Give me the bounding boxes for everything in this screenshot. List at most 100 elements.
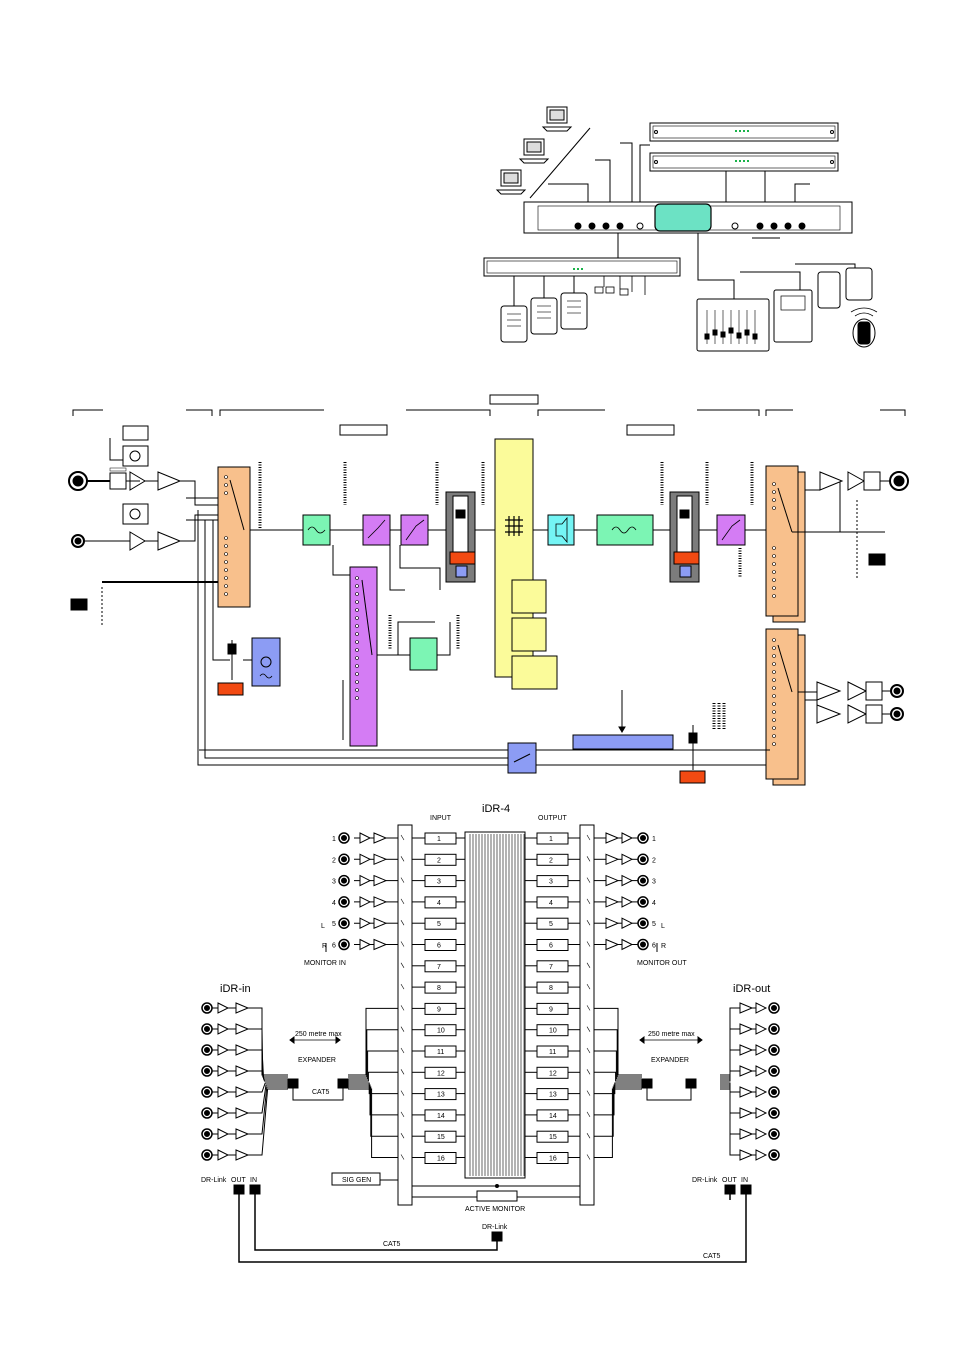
right-r-label: R xyxy=(661,943,666,950)
computer-icon xyxy=(495,169,527,195)
input-jack-row: 6 xyxy=(332,938,398,951)
output-channel-number: 15 xyxy=(549,1134,557,1141)
expander-output-row xyxy=(720,1088,780,1161)
cat5-left-label: CAT5 xyxy=(383,1241,400,1248)
rack-unit xyxy=(649,152,839,172)
delay-block xyxy=(547,514,575,546)
network-port-icon xyxy=(337,1078,349,1089)
input-jack-number: 6 xyxy=(332,943,336,950)
jack-input-icon xyxy=(71,534,85,548)
mute-indicator xyxy=(217,682,244,696)
output-channel-number: 1 xyxy=(549,836,553,843)
output-jack-number: 5 xyxy=(652,921,656,928)
input-channel-number: 15 xyxy=(437,1134,445,1141)
input-jack-row: 4 xyxy=(332,896,398,908)
expander-output-row xyxy=(720,1065,780,1082)
rack-unit xyxy=(483,257,681,277)
network-port-icon xyxy=(70,598,88,611)
expander-output-row xyxy=(720,1084,780,1119)
output-jack-number: 6 xyxy=(652,943,656,950)
phantom-switch xyxy=(122,425,149,441)
expander-output-row xyxy=(720,1023,780,1078)
output-channel-number: 13 xyxy=(549,1092,557,1099)
in-in-label: IN xyxy=(250,1177,257,1184)
network-port-icon xyxy=(685,1078,697,1089)
output-jack-number: 1 xyxy=(652,836,656,843)
drlink-bottom-label: DR-Link xyxy=(482,1224,508,1231)
out-out-label: OUT xyxy=(722,1177,738,1184)
active-monitor-label: ACTIVE MONITOR xyxy=(465,1206,525,1213)
idr-out-title: iDR-out xyxy=(733,983,770,995)
jack-output-icon xyxy=(890,707,904,721)
output-jack-row: 4 xyxy=(594,896,656,908)
xlr-output-icon xyxy=(889,471,909,491)
output-jack-number: 2 xyxy=(652,857,656,864)
out-expander-label: EXPANDER xyxy=(651,1057,689,1064)
output-channel-number: 12 xyxy=(549,1070,557,1077)
input-jack-number: 2 xyxy=(332,857,336,864)
remote-control-icon xyxy=(850,307,878,348)
network-port-icon xyxy=(249,1184,261,1195)
output-selector-block xyxy=(765,628,799,780)
output-jack-row: 3 xyxy=(594,874,656,887)
expander-output-row xyxy=(720,1002,780,1076)
monitor-out-label: MONITOR OUT xyxy=(637,960,687,967)
input-channel-number: 2 xyxy=(437,857,441,864)
dynamics-block xyxy=(409,637,438,671)
input-channel-number: 5 xyxy=(437,921,441,928)
input-selector-block xyxy=(217,466,251,608)
mute-indicator xyxy=(449,551,476,565)
filter-block xyxy=(400,514,429,546)
left-r-label: R xyxy=(322,943,327,950)
in-drlink-label: DR-Link xyxy=(201,1177,227,1184)
output-channel-number: 8 xyxy=(549,985,553,992)
output-channel-number: 2 xyxy=(549,857,553,864)
expander-input-row xyxy=(201,1065,288,1082)
network-port-icon xyxy=(233,1184,245,1195)
in-distance-label: 250 metre max xyxy=(295,1031,342,1038)
output-channel-number: 6 xyxy=(549,943,553,950)
input-channel-number: 16 xyxy=(437,1156,445,1163)
input-jack-row: 5 xyxy=(332,917,398,930)
input-jack-number: 4 xyxy=(332,900,336,907)
signal-flow xyxy=(68,394,909,786)
input-jack-row: 1 xyxy=(332,832,398,844)
output-channel-number: 14 xyxy=(549,1113,557,1120)
jack-output-icon xyxy=(890,684,904,698)
mute-indicator xyxy=(673,551,700,565)
idr-in-title: iDR-in xyxy=(220,983,251,995)
right-l-label: L xyxy=(661,923,665,930)
eq-block xyxy=(302,514,331,546)
computer-icon xyxy=(541,106,573,132)
expander-output-row xyxy=(720,1082,780,1098)
crosspoint-matrix xyxy=(464,831,526,1179)
rack-unit xyxy=(649,122,839,142)
input-channel-number: 3 xyxy=(437,879,441,886)
remote-panel xyxy=(500,305,528,343)
remote-panel xyxy=(817,271,841,309)
in-out-label: OUT xyxy=(231,1177,247,1184)
input-jack-row: 3 xyxy=(332,874,398,887)
remote-panel xyxy=(530,297,558,335)
input-channel-number: 4 xyxy=(437,900,441,907)
expander-input-row xyxy=(201,1088,288,1161)
output-jack-row: 5 xyxy=(594,917,656,930)
monitor-in-label: MONITOR IN xyxy=(304,960,346,967)
output-channel-number: 11 xyxy=(549,1049,556,1056)
output-jack-number: 3 xyxy=(652,879,656,886)
expander-input-row xyxy=(201,1002,288,1076)
network-port-icon xyxy=(287,1078,299,1089)
network-port-icon xyxy=(491,1231,503,1242)
output-channel-number: 4 xyxy=(549,900,553,907)
network-port-icon xyxy=(641,1078,653,1089)
active-monitor-bar xyxy=(572,734,674,750)
